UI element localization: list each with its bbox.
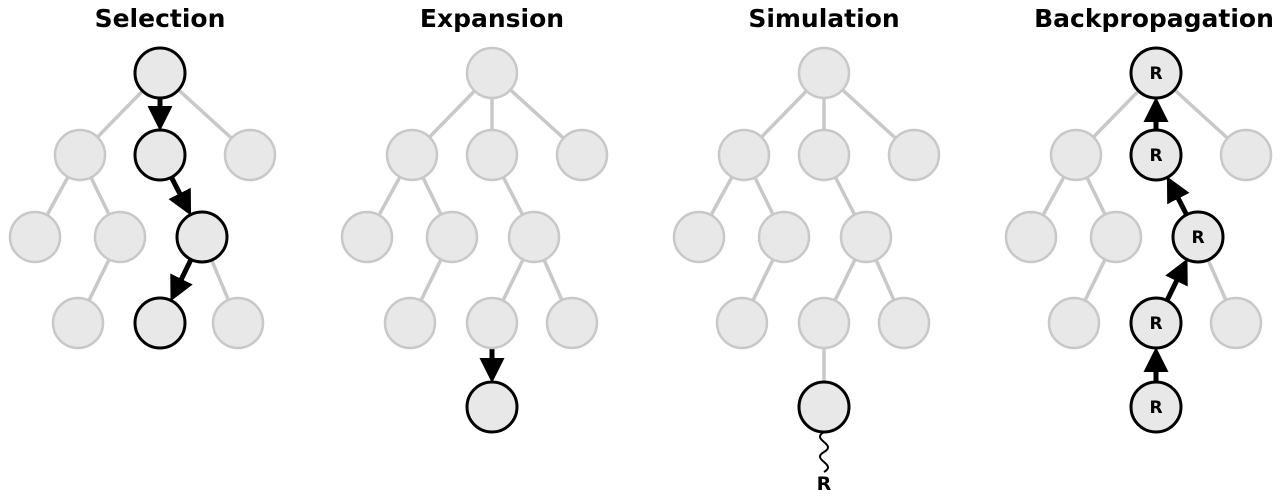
tree-node — [877, 296, 931, 350]
node-reward-label: R — [1191, 228, 1204, 248]
tree-node — [887, 128, 941, 182]
tree-node — [465, 46, 519, 100]
tree-node-highlighted — [1129, 46, 1183, 100]
tree-node — [839, 210, 893, 264]
tree-node — [383, 296, 437, 350]
tree-node-highlighted — [465, 380, 519, 434]
tree-node — [1089, 210, 1143, 264]
tree-node — [545, 296, 599, 350]
node-reward-label: R — [1149, 314, 1162, 334]
panel-title-simulation: Simulation — [748, 4, 900, 33]
tree-node — [555, 128, 609, 182]
tree-node — [340, 210, 394, 264]
node-reward-label: R — [1149, 64, 1162, 84]
panel-title-selection: Selection — [94, 4, 226, 33]
tree-node-highlighted — [1129, 380, 1183, 434]
backprop-arrow — [1164, 258, 1188, 302]
node-reward-label: R — [1149, 146, 1162, 166]
tree-node — [1047, 296, 1101, 350]
tree-node — [211, 296, 265, 350]
panel-backpropagation: R R R R R — [1004, 46, 1273, 434]
panel-selection — [8, 46, 277, 350]
tree-node — [672, 210, 726, 264]
tree-node-highlighted — [1129, 128, 1183, 182]
tree-node-highlighted — [1171, 210, 1225, 264]
tree-node-highlighted — [175, 210, 229, 264]
selection-arrow — [168, 176, 192, 216]
tree-node — [1049, 128, 1103, 182]
tree-node — [93, 210, 147, 264]
tree-node — [465, 128, 519, 182]
selection-arrow — [170, 258, 194, 302]
tree-node — [1004, 210, 1058, 264]
tree-node — [1209, 296, 1263, 350]
tree-node — [715, 296, 769, 350]
tree-node — [425, 210, 479, 264]
rollout-squiggle — [819, 431, 829, 473]
panel-title-expansion: Expansion — [419, 4, 565, 33]
tree-node-highlighted — [133, 46, 187, 100]
tree-node — [507, 210, 561, 264]
tree-node-highlighted — [797, 380, 851, 434]
tree-node-highlighted — [1129, 296, 1183, 350]
backprop-arrow — [1166, 176, 1190, 216]
tree-node — [465, 296, 519, 350]
tree-node — [1219, 128, 1273, 182]
tree-node — [797, 296, 851, 350]
panel-title-backpropagation: Backpropagation — [1034, 4, 1274, 33]
tree-node — [53, 128, 107, 182]
panel-expansion — [340, 46, 609, 434]
tree-node — [385, 128, 439, 182]
tree-node — [8, 210, 62, 264]
tree-node — [51, 296, 105, 350]
rollout-reward-label: R — [817, 473, 832, 495]
tree-node — [717, 128, 771, 182]
tree-node — [797, 46, 851, 100]
tree-node — [757, 210, 811, 264]
node-reward-label: R — [1149, 398, 1162, 418]
tree-node-highlighted — [133, 296, 187, 350]
panel-simulation: R — [672, 46, 941, 495]
tree-node — [223, 128, 277, 182]
tree-node-highlighted — [133, 128, 187, 182]
tree-node — [797, 128, 851, 182]
